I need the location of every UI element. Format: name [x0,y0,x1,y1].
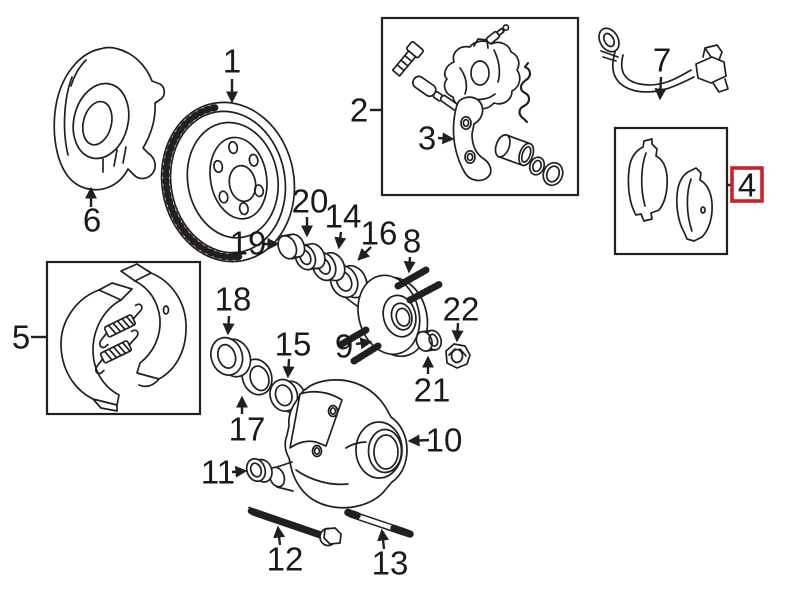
group-boxes [45,16,729,416]
knuckle-bushing [245,457,273,483]
callout-label: 13 [372,545,409,582]
callout-2[interactable]: 2 [350,92,382,129]
caliper-spring-clip [518,61,532,124]
leader-line-13 [377,528,390,550]
callout-label: 12 [267,541,304,578]
callout-label: 16 [361,215,398,252]
callout-label: 9 [335,328,353,365]
callout-label: 17 [229,411,266,448]
caliper-group-box [380,16,580,197]
callout-1[interactable]: 1 [223,43,241,104]
callout-label: 6 [83,202,101,239]
dust-cap [277,233,306,260]
brake-shoe-left [60,282,133,412]
callout-label: 19 [230,225,267,262]
callout-19[interactable]: 19 [230,225,280,262]
leader-line-7 [654,76,667,101]
caliper-piston [494,134,535,167]
leader-line-15 [282,358,295,379]
callout-22[interactable]: 22 [443,291,480,343]
leader-line-12 [273,525,286,546]
callout-11[interactable]: 11 [201,454,248,491]
callout-10[interactable]: 10 [407,422,463,459]
callout-15[interactable]: 15 [275,326,312,379]
brake-shoe-right [120,263,187,388]
spacer-collar [415,329,443,352]
callout-label: 1 [223,43,241,80]
callout-label: 5 [12,319,30,356]
callout-6[interactable]: 6 [83,186,101,239]
callout-17[interactable]: 17 [229,395,266,448]
caliper-bracket-drawing [452,96,492,182]
wheel-bearing [210,336,252,378]
leader-line-8 [403,256,416,274]
leader-line-16 [357,246,372,261]
callout-20[interactable]: 20 [292,183,329,238]
leader-line-22 [451,322,464,343]
callout-13[interactable]: 13 [372,528,409,582]
callout-3[interactable]: 3 [418,120,455,157]
callout-label: 18 [215,281,252,318]
leader-line-18 [222,315,235,336]
callout-18[interactable]: 18 [215,281,252,336]
callout-label: 22 [443,291,480,328]
caliper-mount-bolt [391,41,424,77]
callout-8[interactable]: 8 [403,223,421,274]
callout-16[interactable]: 16 [357,215,398,261]
callout-label: 10 [426,422,463,459]
callout-14[interactable]: 14 [325,198,362,250]
leader-line-3 [437,132,455,145]
callout-label: 20 [292,183,329,220]
callout-label: 2 [350,92,368,129]
steering-knuckle-drawing [268,379,408,509]
brake-caliper-drawing [443,38,521,110]
spindle-nut [445,343,471,369]
callout-label: 7 [653,42,671,79]
callout-label: 14 [325,198,362,235]
callout-label: 4 [738,167,756,204]
leader-line-9 [355,337,373,350]
splash-shield-drawing [53,46,166,191]
callout-label: 15 [275,326,312,363]
callout-label: 3 [418,120,436,157]
knuckle-bolt [247,506,342,547]
callout-21[interactable]: 21 [414,355,451,409]
knuckle-stud [344,508,414,538]
pads-group-box [613,126,729,256]
brake-pad-outer [675,167,713,242]
highlight-box [730,166,764,203]
callout-4[interactable]: 4 [727,166,764,204]
brake-hose-drawing [598,27,729,93]
callout-label: 21 [414,372,451,409]
bearing-race [329,264,368,299]
piston-boot [542,161,564,187]
piston-seal [528,156,546,176]
bleeder-screw [485,24,510,45]
brake-rotor-drawing [160,101,296,263]
leader-line-11 [231,465,248,478]
callout-label: 8 [403,223,421,260]
callout-7[interactable]: 7 [653,42,671,101]
leader-line-10 [407,434,430,447]
callout-5[interactable]: 5 [12,319,47,356]
callout-label: 11 [201,454,235,491]
callout-12[interactable]: 12 [267,525,304,578]
leader-line-14 [334,231,347,250]
wheel-studs [338,266,444,365]
brake-pad-inner [627,138,669,222]
callout-9[interactable]: 9 [335,328,373,365]
wheel-hub-drawing [338,266,444,365]
